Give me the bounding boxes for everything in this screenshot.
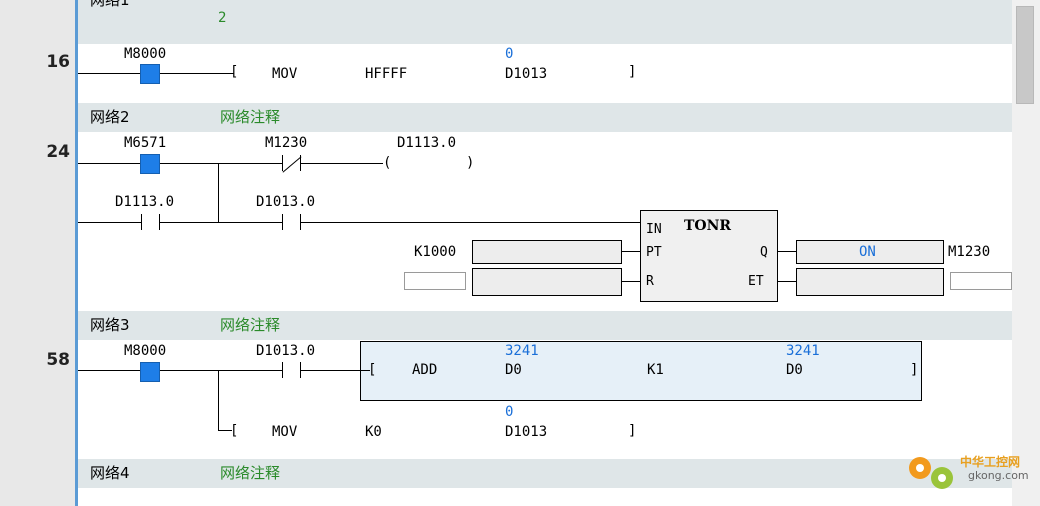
timer-r-pin: R xyxy=(646,274,654,289)
network-3-header[interactable] xyxy=(78,311,1012,340)
no-contact-left[interactable] xyxy=(282,362,283,378)
gear-icon xyxy=(909,457,953,489)
contact-label: D1013.0 xyxy=(256,194,316,210)
pin-wire xyxy=(777,281,796,282)
add-instruction-row[interactable] xyxy=(360,341,922,401)
no-contact-right xyxy=(159,214,160,230)
instruction-bracket-close: ] xyxy=(910,362,919,378)
contact-gap xyxy=(142,222,159,223)
gkong-watermark: 中华工控网 gkong.com xyxy=(902,448,1032,496)
operand-value: 3241 xyxy=(786,343,820,359)
network-1-header[interactable] xyxy=(78,0,1012,44)
operand-src2[interactable]: K1 xyxy=(647,362,664,378)
network-2-comment[interactable]: 网络注释 xyxy=(220,108,281,126)
pt-value-box[interactable] xyxy=(472,240,622,264)
nc-contact-right xyxy=(300,155,301,171)
row-number-58: 58 xyxy=(46,350,70,370)
instruction-op[interactable]: ADD xyxy=(412,362,438,378)
network-4-label: 网络4 xyxy=(90,464,130,482)
no-contact-left[interactable] xyxy=(282,214,283,230)
instruction-op[interactable]: MOV xyxy=(272,424,298,440)
network-3-comment[interactable]: 网络注释 xyxy=(220,316,281,334)
operand-value: 0 xyxy=(505,404,514,420)
rung-wire xyxy=(78,163,383,164)
no-contact-right xyxy=(300,362,301,378)
tonr-block[interactable] xyxy=(640,210,778,302)
et-operand-field[interactable] xyxy=(950,272,1012,290)
scrollbar-thumb[interactable] xyxy=(1016,6,1034,104)
operand-dst[interactable]: D1013 xyxy=(505,424,548,440)
instruction-bracket-open: [ xyxy=(230,64,239,80)
pin-wire xyxy=(621,281,640,282)
instruction-bracket-open: [ xyxy=(368,362,377,378)
coil-open-paren[interactable]: ( xyxy=(383,155,392,171)
contact-on-indicator[interactable] xyxy=(140,64,160,84)
instruction-bracket-close: ] xyxy=(628,423,637,439)
no-contact-right xyxy=(300,214,301,230)
watermark-en: gkong.com xyxy=(968,469,1029,482)
contact-on-indicator[interactable] xyxy=(140,362,160,382)
branch-wire xyxy=(218,163,219,223)
timer-preset-label: K1000 xyxy=(414,244,457,260)
operand-src[interactable]: HFFFF xyxy=(365,66,408,82)
contact-label: D1013.0 xyxy=(256,343,316,359)
q-output-label: M1230 xyxy=(948,244,991,260)
coil-label: D1113.0 xyxy=(397,135,457,151)
nc-contact-left[interactable] xyxy=(282,155,283,171)
timer-q-pin: Q xyxy=(760,245,768,260)
operand-value: 3241 xyxy=(505,343,539,359)
left-power-rail xyxy=(75,0,78,506)
coil-close-paren: ) xyxy=(466,155,475,171)
row-number-16: 16 xyxy=(46,52,70,72)
timer-title: TONR xyxy=(684,218,732,234)
contact-label: M8000 xyxy=(124,343,167,359)
operand-src[interactable]: K0 xyxy=(365,424,382,440)
operand-value: 0 xyxy=(505,46,514,62)
no-contact-left[interactable] xyxy=(141,214,142,230)
network-4-header[interactable] xyxy=(78,459,1012,488)
network-4-comment[interactable]: 网络注释 xyxy=(220,464,281,482)
network-1-count: 2 xyxy=(218,10,227,26)
instruction-bracket-close: ] xyxy=(628,64,637,80)
instruction-bracket-open: [ xyxy=(230,423,239,439)
et-value-box[interactable] xyxy=(796,268,944,296)
contact-gap xyxy=(283,370,300,371)
contact-on-indicator[interactable] xyxy=(140,154,160,174)
pin-wire xyxy=(621,251,640,252)
network-2-label: 网络2 xyxy=(90,108,130,126)
watermark-cn: 中华工控网 xyxy=(960,455,1021,469)
network-2-header[interactable] xyxy=(78,103,1012,132)
contact-label: M8000 xyxy=(124,46,167,62)
network-3-label: 网络3 xyxy=(90,316,130,334)
r-value-box[interactable] xyxy=(472,268,622,296)
operand-dst[interactable]: D0 xyxy=(786,362,803,378)
operand-dst[interactable]: D1013 xyxy=(505,66,548,82)
instruction-op[interactable]: MOV xyxy=(272,66,298,82)
contact-label: M1230 xyxy=(265,135,308,151)
row-number-24: 24 xyxy=(46,142,70,162)
pin-wire xyxy=(777,251,796,252)
contact-label: D1113.0 xyxy=(115,194,175,210)
q-value-box[interactable] xyxy=(796,240,944,264)
rung-wire xyxy=(78,222,640,223)
operand-src1[interactable]: D0 xyxy=(505,362,522,378)
timer-pt-pin: PT xyxy=(646,245,662,260)
rung-wire xyxy=(78,370,370,371)
contact-gap xyxy=(283,222,300,223)
network-1-label: 网络1 xyxy=(90,0,130,9)
r-operand-field[interactable] xyxy=(404,272,466,290)
branch-wire xyxy=(218,370,219,430)
q-status: ON xyxy=(859,244,876,260)
row-number-gutter xyxy=(0,0,75,506)
timer-in-pin: IN xyxy=(646,222,662,237)
contact-label: M6571 xyxy=(124,135,167,151)
timer-et-pin: ET xyxy=(748,274,764,289)
branch-wire xyxy=(218,430,232,431)
